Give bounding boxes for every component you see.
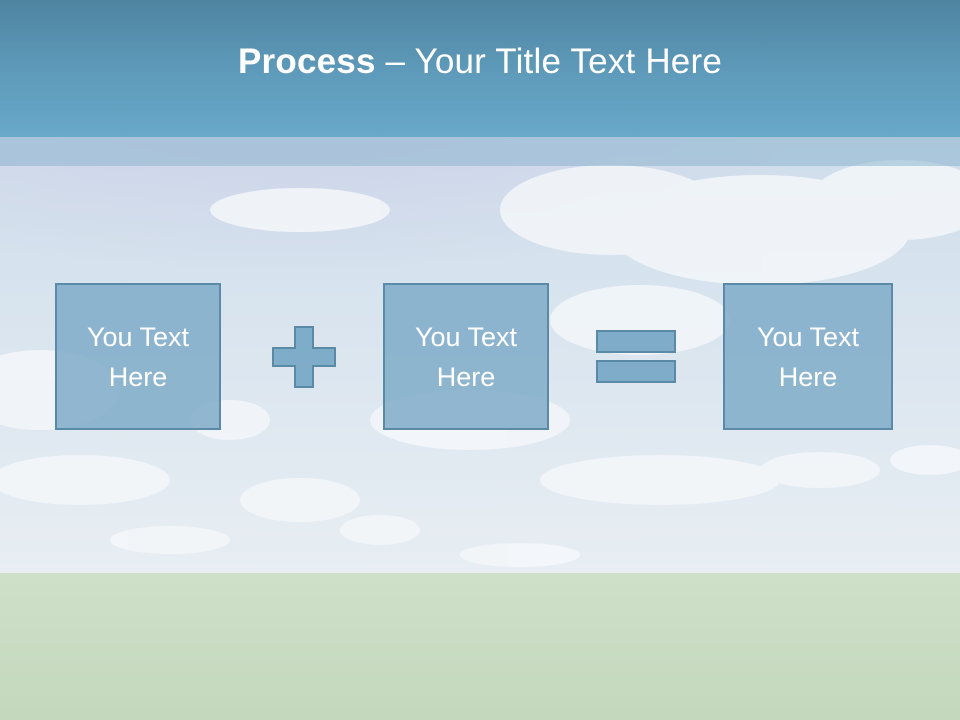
slide-title-rest: – Your Title Text Here — [375, 41, 722, 81]
equals-icon — [596, 330, 676, 383]
process-box-2-text: You Text Here — [414, 321, 518, 392]
process-box-1-text: You Text Here — [86, 321, 190, 392]
process-box-3[interactable]: You Text Here — [723, 283, 893, 430]
slide-title[interactable]: Process – Your Title Text Here — [238, 42, 722, 82]
slide-title-bold: Process — [238, 41, 376, 81]
process-box-1[interactable]: You Text Here — [55, 283, 221, 430]
title-underband — [0, 137, 960, 166]
title-bar: Process – Your Title Text Here — [0, 0, 960, 137]
process-box-3-text: You Text Here — [756, 321, 860, 392]
process-box-2[interactable]: You Text Here — [383, 283, 549, 430]
plus-icon — [272, 326, 336, 388]
